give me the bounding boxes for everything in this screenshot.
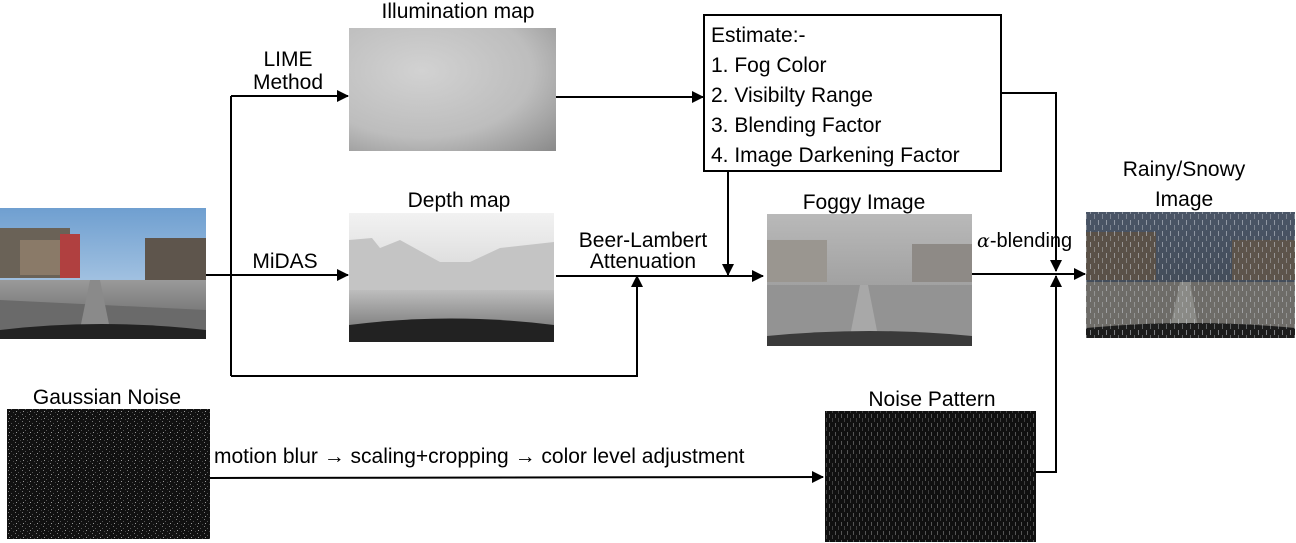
estimate-box: Estimate:- 1. Fog Color 2. Visibilty Ran… — [703, 14, 1002, 172]
rainy-snowy-label-line1: Rainy/Snowy — [1123, 158, 1246, 181]
input-road-image — [0, 208, 206, 339]
estimate-title: Estimate:- — [711, 24, 806, 47]
midas-label: MiDAS — [252, 250, 317, 273]
beer-lambert-label-line2: Attenuation — [590, 250, 696, 273]
foggy-image-label: Foggy Image — [803, 191, 926, 214]
noise-pattern-label: Noise Pattern — [868, 388, 995, 411]
rainy-snowy-image — [1086, 212, 1295, 338]
arrow-estimate-to-blending — [1001, 92, 1062, 272]
noise-pipeline-label: motion blur → scaling+cropping → color l… — [214, 445, 745, 468]
lime-method-label-line2: Method — [253, 71, 323, 94]
depth-map-label: Depth map — [408, 189, 511, 212]
estimate-item-visibility-range: 2. Visibilty Range — [711, 84, 873, 107]
alpha-blending-label: α-blending — [977, 230, 1072, 252]
gaussian-noise-image — [7, 409, 210, 539]
noise-pattern-image — [825, 411, 1036, 542]
rainy-snowy-label-line2: Image — [1155, 188, 1213, 211]
arrow-gaussian-to-pattern — [209, 471, 824, 484]
depth-map-image — [349, 213, 554, 342]
estimate-item-darkening-factor: 4. Image Darkening Factor — [711, 144, 960, 167]
illumination-map-label: Illumination map — [382, 0, 535, 23]
gaussian-noise-label: Gaussian Noise — [33, 386, 181, 409]
estimate-item-blending-factor: 3. Blending Factor — [711, 114, 881, 137]
lime-method-label-line1: LIME — [263, 48, 312, 71]
arrow-noise-to-blending — [1036, 275, 1062, 473]
foggy-image — [767, 214, 972, 346]
alpha-symbol: α — [977, 230, 990, 252]
beer-lambert-label-line1: Beer-Lambert — [579, 229, 708, 252]
estimate-item-fog-color: 1. Fog Color — [711, 54, 827, 77]
alpha-blending-text: -blending — [990, 230, 1072, 252]
arrow-input-to-attenuation — [231, 275, 643, 377]
illumination-map-image — [349, 28, 556, 151]
